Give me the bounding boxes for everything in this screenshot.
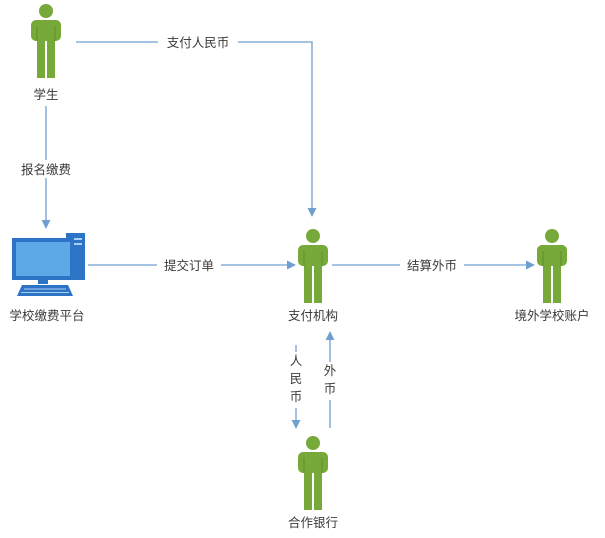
person-icon (298, 436, 328, 510)
edge-label-settle-fx: 结算外币 (407, 258, 457, 273)
edge-rmb-down: 人 民 币 (287, 345, 305, 429)
computer-icon (12, 233, 85, 296)
edge-label-register-pay: 报名缴费 (21, 162, 71, 177)
node-overseas-school-account: 境外学校账户 (514, 229, 590, 323)
edge-label-rmb-3: 币 (290, 389, 303, 404)
edge-label-fx-2: 币 (324, 381, 337, 396)
edge-fx-up: 外 币 (321, 331, 339, 428)
edge-submit-order: 提交订单 (88, 256, 296, 274)
edge-label-submit-order: 提交订单 (164, 258, 214, 273)
node-platform: 学校缴费平台 (9, 233, 85, 323)
edge-pay-rmb: 支付人民币 (76, 33, 317, 217)
node-partner-bank: 合作银行 (288, 436, 338, 530)
person-icon (298, 229, 328, 303)
edge-label-rmb-1: 人 (290, 353, 303, 368)
node-label-partner-bank: 合作银行 (288, 515, 338, 530)
node-label-payment-institution: 支付机构 (288, 308, 338, 323)
person-icon (537, 229, 567, 303)
node-label-overseas-school-account: 境外学校账户 (514, 308, 589, 323)
edge-label-pay-rmb: 支付人民币 (167, 35, 230, 50)
edge-register-pay: 报名缴费 (14, 106, 78, 229)
edge-label-rmb-2: 民 (290, 371, 303, 386)
node-label-platform: 学校缴费平台 (9, 308, 84, 323)
node-student: 学生 (31, 4, 61, 102)
person-icon (31, 4, 61, 78)
node-label-student: 学生 (33, 87, 58, 102)
edge-label-fx-1: 外 (324, 363, 337, 378)
edge-settle-fx: 结算外币 (332, 256, 535, 274)
node-payment-institution: 支付机构 (288, 229, 338, 323)
